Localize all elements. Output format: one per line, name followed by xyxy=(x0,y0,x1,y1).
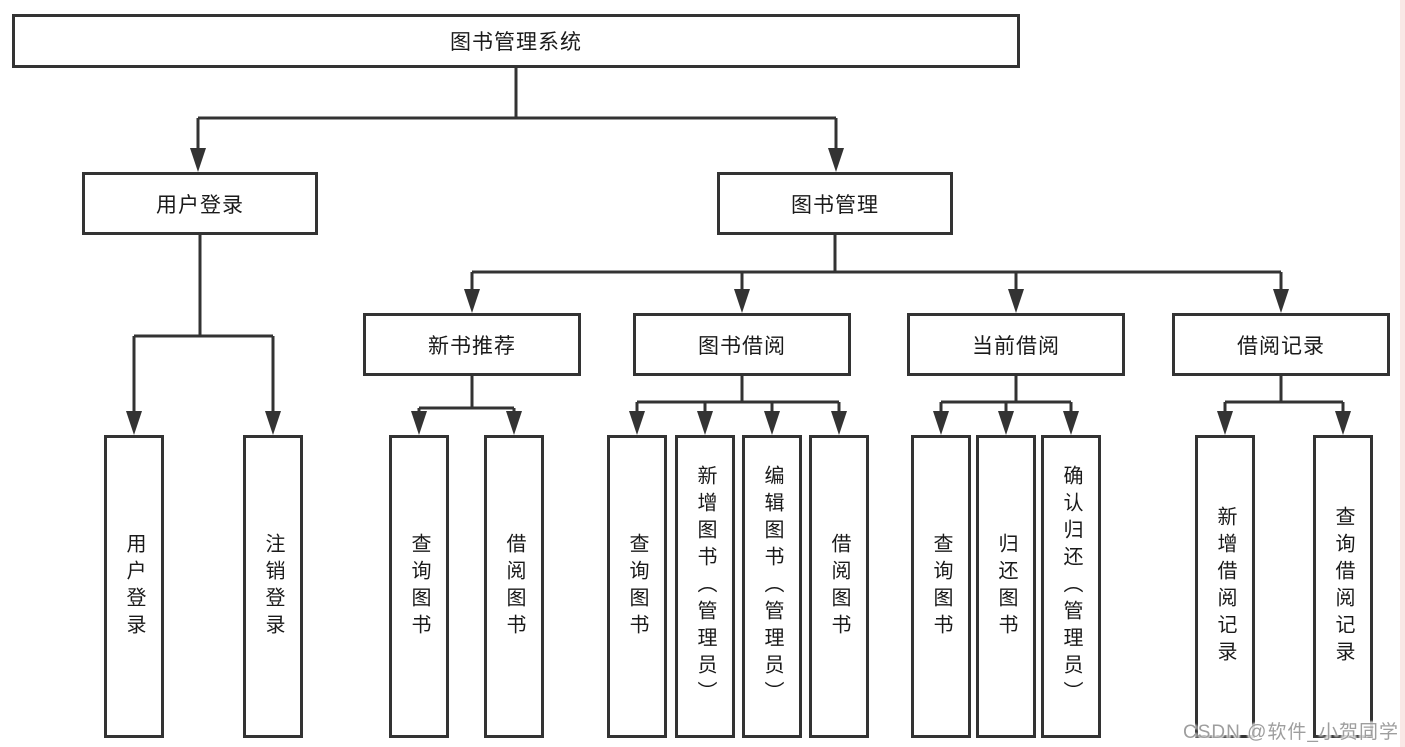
node-label: 用户登录 xyxy=(156,193,244,217)
arrow-down-icon xyxy=(629,411,847,435)
node-current-borrowing: 当前借阅 xyxy=(907,313,1125,376)
arrow-down-icon xyxy=(126,411,281,435)
watermark: CSDN @软件_小贺同学 xyxy=(1183,722,1399,743)
node-label: 新书推荐 xyxy=(428,334,516,358)
leaf-edit-book-admin: 编辑图书（管理员） xyxy=(742,435,802,738)
connector-new-book-recommendation xyxy=(417,376,516,413)
leaf-label: 借阅图书 xyxy=(828,532,850,641)
node-label: 图书管理系统 xyxy=(450,31,582,54)
leaf-return-books: 归还图书 xyxy=(976,435,1036,738)
leaf-confirm-return-admin: 确认归还（管理员） xyxy=(1041,435,1101,738)
leaf-borrow-books-1: 借阅图书 xyxy=(484,435,544,738)
leaf-label: 确认归还（管理员） xyxy=(1060,465,1082,708)
node-borrowing-records: 借阅记录 xyxy=(1172,313,1390,376)
arrow-down-icon xyxy=(190,148,844,172)
leaf-query-books-3: 查询图书 xyxy=(911,435,971,738)
node-label: 图书借阅 xyxy=(698,334,786,358)
node-new-book-recommendation: 新书推荐 xyxy=(363,313,581,376)
leaf-query-books-2: 查询图书 xyxy=(607,435,667,738)
arrow-down-icon xyxy=(411,411,522,435)
connector-current-borrowing xyxy=(939,376,1073,413)
node-book-management: 图书管理 xyxy=(717,172,953,235)
right-edge-tint xyxy=(1400,0,1405,747)
arrow-down-icon xyxy=(933,411,1079,435)
leaf-label: 归还图书 xyxy=(995,532,1017,641)
leaf-user-login: 用户登录 xyxy=(104,435,164,738)
node-label: 当前借阅 xyxy=(972,334,1060,358)
arrow-down-icon xyxy=(464,289,1289,313)
leaf-add-borrow-record: 新增借阅记录 xyxy=(1195,435,1255,738)
leaf-label: 借阅图书 xyxy=(503,532,525,641)
node-label: 图书管理 xyxy=(791,193,879,217)
leaf-label: 注销登录 xyxy=(262,532,284,641)
leaf-label: 新增借阅记录 xyxy=(1214,505,1236,668)
node-book-borrowing: 图书借阅 xyxy=(633,313,851,376)
leaf-query-borrow-record: 查询借阅记录 xyxy=(1313,435,1373,738)
connector-user-login xyxy=(132,235,275,413)
leaf-label: 查询图书 xyxy=(930,532,952,641)
node-user-login: 用户登录 xyxy=(82,172,318,235)
leaf-label: 新增图书（管理员） xyxy=(694,465,716,708)
connector-book-management xyxy=(470,235,1283,291)
connector-root xyxy=(196,68,838,150)
leaf-query-books-1: 查询图书 xyxy=(389,435,449,738)
leaf-logout: 注销登录 xyxy=(243,435,303,738)
leaf-label: 查询图书 xyxy=(626,532,648,641)
node-library-management-system: 图书管理系统 xyxy=(12,14,1020,68)
leaf-borrow-books-2: 借阅图书 xyxy=(809,435,869,738)
leaf-label: 用户登录 xyxy=(123,532,145,641)
connector-borrowing-records xyxy=(1223,376,1345,413)
leaf-label: 查询借阅记录 xyxy=(1332,505,1354,668)
arrow-down-icon xyxy=(1217,411,1351,435)
leaf-label: 查询图书 xyxy=(408,532,430,641)
leaf-label: 编辑图书（管理员） xyxy=(761,465,783,708)
leaf-add-book-admin: 新增图书（管理员） xyxy=(675,435,735,738)
node-label: 借阅记录 xyxy=(1237,334,1325,358)
connector-book-borrowing xyxy=(635,376,841,413)
